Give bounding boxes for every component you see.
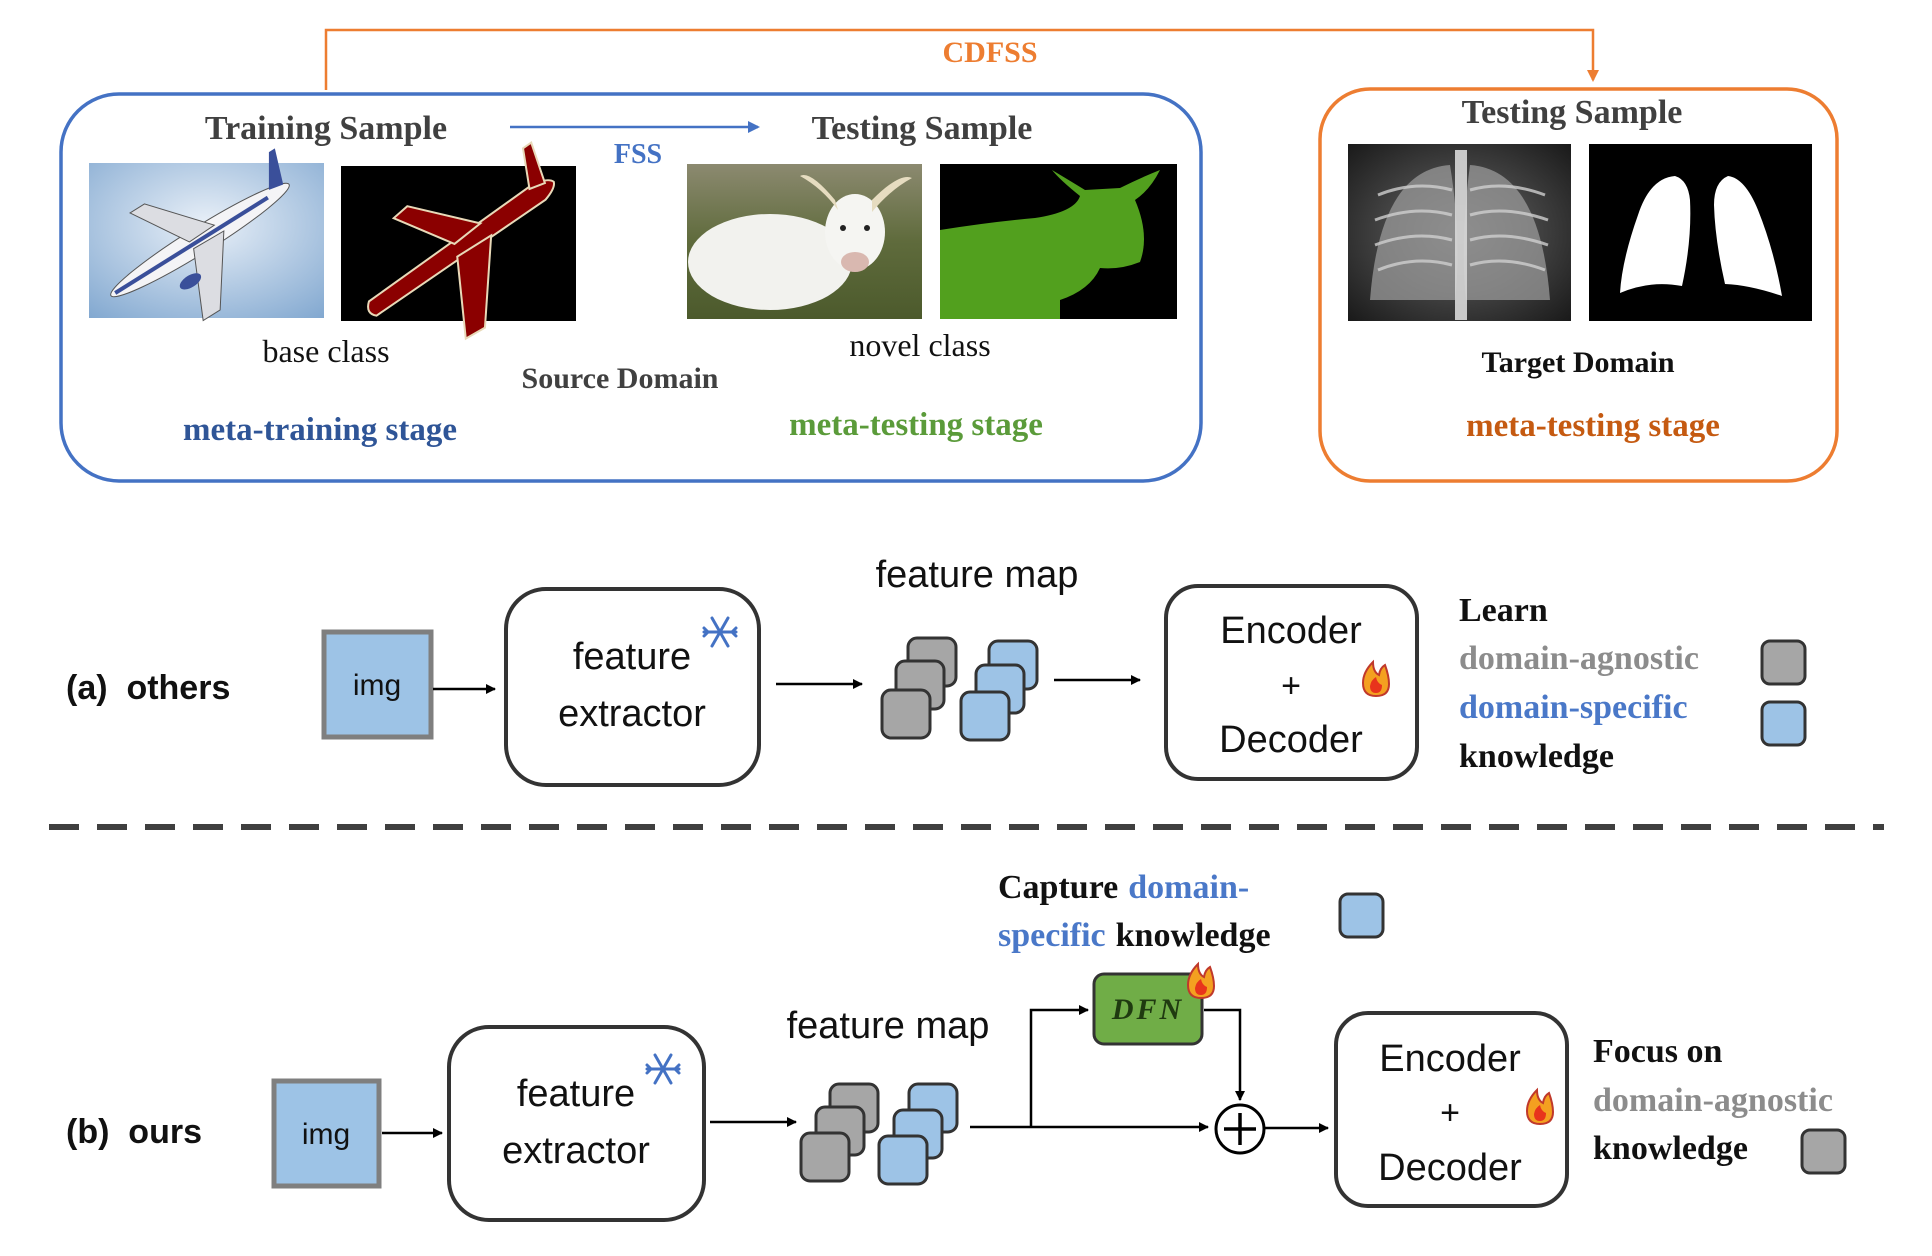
row-b-knowledge-label: knowledge	[1593, 1130, 1748, 1167]
fire-icon	[1525, 1087, 1555, 1126]
capture-line1: Capture domain-	[998, 869, 1249, 906]
snowflake-icon	[645, 1053, 681, 1085]
target-domain-frame	[1318, 87, 1839, 483]
source-meta-testing-stage-label: meta-testing stage	[789, 407, 1043, 443]
row-b-legend-gray-square	[1800, 1128, 1847, 1175]
row-a-learn-label: Learn	[1459, 592, 1548, 629]
target-testing-sample-title: Testing Sample	[1462, 94, 1683, 131]
row-b-plus-label: +	[1440, 1094, 1460, 1132]
cdfss-connector	[324, 28, 1599, 90]
capture-line2: specific knowledge	[998, 917, 1271, 954]
source-domain-label: Source Domain	[522, 362, 719, 395]
row-a-feature-extractor-box	[504, 587, 761, 787]
cdfss-label: CDFSS	[942, 36, 1037, 69]
row-b-legend-blue-square	[1338, 892, 1385, 939]
capture-specific-word: specific	[998, 917, 1106, 954]
row-b-decoder-label: Decoder	[1378, 1147, 1522, 1189]
row-b-label: (b) ours	[66, 1113, 202, 1151]
airplane-mask	[341, 141, 576, 341]
row-a-domain-agnostic-label: domain-agnostic	[1459, 640, 1699, 677]
fire-icon	[1186, 961, 1216, 1000]
row-a-label: (a) others	[66, 669, 230, 707]
row-b-img-label: img	[302, 1118, 350, 1151]
row-b-dfn-to-sum	[1204, 1008, 1245, 1101]
airplane-photo	[89, 148, 324, 322]
circled-plus-icon	[1214, 1103, 1266, 1155]
cow-mask	[940, 164, 1177, 319]
row-a-feature-map-label: feature map	[876, 554, 1079, 596]
capture-word: Capture	[998, 869, 1118, 906]
row-a-extractor-line2: extractor	[558, 693, 706, 735]
row-a-feature-map-blue	[959, 639, 1039, 742]
base-class-label: base class	[262, 333, 389, 369]
training-sample-title: Training Sample	[205, 110, 447, 147]
novel-class-label: novel class	[849, 327, 990, 363]
xray-photo	[1348, 144, 1571, 321]
row-b-extractor-line1: feature	[517, 1073, 635, 1115]
row-a-encoder-label: Encoder	[1220, 610, 1362, 652]
row-a-encoder-decoder-box	[1164, 584, 1419, 781]
row-b-encoder-decoder-box	[1334, 1011, 1569, 1208]
fire-icon	[1361, 659, 1391, 698]
row-a-plus-label: +	[1281, 667, 1301, 705]
row-b-feature-map-label: feature map	[787, 1005, 990, 1047]
capture-knowledge-word: knowledge	[1116, 917, 1271, 954]
cow-photo	[687, 164, 922, 319]
target-meta-testing-stage-label: meta-testing stage	[1466, 408, 1720, 444]
row-b-feature-extractor-box	[447, 1025, 706, 1222]
row-a-legend-gray-square	[1760, 639, 1807, 686]
source-domain-frame	[59, 92, 1203, 483]
fss-label: FSS	[614, 139, 662, 170]
row-b-domain-agnostic-label: domain-agnostic	[1593, 1082, 1833, 1119]
meta-training-stage-label: meta-training stage	[183, 412, 457, 448]
dfn-box	[1092, 972, 1204, 1046]
row-a-domain-specific-label: domain-specific	[1459, 689, 1688, 726]
row-a-extractor-line1: feature	[573, 636, 691, 678]
row-a-decoder-label: Decoder	[1219, 719, 1363, 761]
row-b-feature-map-blue	[877, 1082, 959, 1186]
snowflake-icon	[702, 616, 738, 648]
row-b-feature-map-gray	[799, 1082, 880, 1183]
row-a-img-box	[321, 629, 434, 740]
row-a-feature-map-gray	[880, 636, 958, 740]
target-domain-label: Target Domain	[1481, 346, 1674, 379]
row-b-img-box	[271, 1078, 382, 1189]
row-b-focus-on-label: Focus on	[1593, 1033, 1723, 1070]
capture-domain-word: domain-	[1128, 869, 1249, 906]
row-a-img-label: img	[353, 669, 401, 702]
row-b-extractor-line2: extractor	[502, 1130, 650, 1172]
source-testing-sample-title: Testing Sample	[812, 110, 1033, 147]
row-b-encoder-label: Encoder	[1379, 1038, 1521, 1080]
lung-mask	[1589, 144, 1812, 321]
row-a-knowledge-label: knowledge	[1459, 738, 1614, 775]
row-a-legend-blue-square	[1760, 700, 1807, 747]
row-b-branch-to-dfn	[1029, 1005, 1089, 1127]
dfn-label: DFN	[1111, 993, 1184, 1026]
